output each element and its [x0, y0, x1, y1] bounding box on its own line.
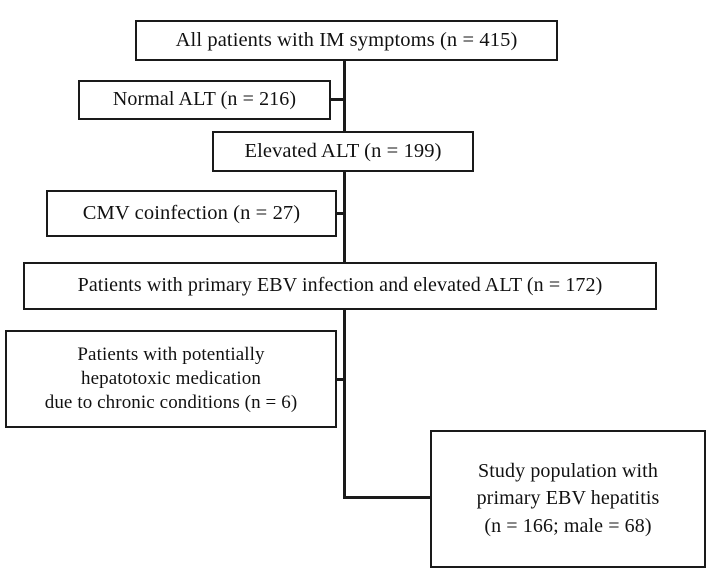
node-hepatotoxic-medication: Patients with potentially hepatotoxic me… — [5, 330, 337, 428]
node-hepatotoxic-medication-label: Patients with potentially hepatotoxic me… — [44, 343, 298, 414]
node-normal-alt: Normal ALT (n = 216) — [78, 80, 331, 120]
node-study-population-label: Study population with primary EBV hepati… — [476, 459, 660, 537]
connector-stub-cmv — [335, 212, 345, 215]
node-study-population: Study population with primary EBV hepati… — [430, 430, 706, 568]
connector-stub-medication — [335, 378, 345, 381]
connector-spine-middle — [343, 171, 346, 263]
node-normal-alt-label: Normal ALT (n = 216) — [112, 88, 297, 111]
node-primary-ebv-elevated-alt: Patients with primary EBV infection and … — [23, 262, 657, 310]
node-all-patients: All patients with IM symptoms (n = 415) — [135, 20, 558, 61]
node-cmv-coinfection-label: CMV coinfection (n = 27) — [82, 202, 301, 225]
connector-spine-lower — [343, 309, 346, 499]
node-elevated-alt: Elevated ALT (n = 199) — [212, 131, 474, 172]
node-cmv-coinfection: CMV coinfection (n = 27) — [46, 190, 337, 237]
node-elevated-alt-label: Elevated ALT (n = 199) — [244, 140, 442, 163]
node-primary-ebv-elevated-alt-label: Patients with primary EBV infection and … — [77, 274, 603, 297]
connector-stub-normal-alt — [329, 98, 345, 101]
connector-elbow-study-population — [343, 496, 432, 499]
node-all-patients-label: All patients with IM symptoms (n = 415) — [175, 29, 518, 52]
connector-spine-top — [343, 61, 346, 132]
